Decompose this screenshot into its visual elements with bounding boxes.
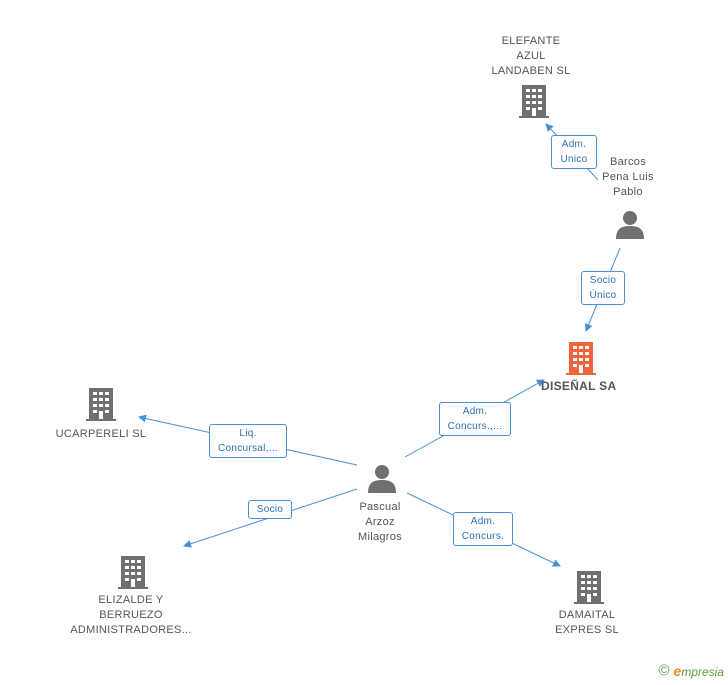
edge-label-adm-concurs-2[interactable]: Adm. Concurs. (453, 512, 513, 546)
node-label-elefante[interactable]: ELEFANTE AZUL LANDABEN SL (491, 35, 571, 77)
edge-label-adm-unico[interactable]: Adm. Unico (551, 135, 597, 169)
node-label-damaital[interactable]: DAMAITAL EXPRES SL (555, 609, 619, 636)
edge-label-socio[interactable]: Socio (248, 500, 292, 519)
person-icon[interactable] (368, 465, 396, 493)
brand-footer: © empresia (658, 662, 724, 679)
node-label-pascual[interactable]: Pascual Arzoz Milagros (358, 501, 402, 543)
edge-label-liq-concursal[interactable]: Liq. Concursal,... (209, 424, 287, 458)
building-icon-main[interactable] (566, 342, 596, 375)
node-label-ucarpereli[interactable]: UCARPERELI SL (55, 428, 147, 440)
edge-label-adm-concurs-1[interactable]: Adm. Concurs.,... (439, 402, 511, 436)
edge-label-socio-unico[interactable]: Socio Único (581, 271, 625, 305)
building-icon[interactable] (519, 85, 549, 118)
building-icon[interactable] (118, 556, 148, 589)
node-label-elizalde[interactable]: ELIZALDE Y BERRUEZO ADMINISTRADORES... (70, 594, 192, 636)
brand-logo[interactable]: empresia (673, 662, 724, 679)
copyright-icon: © (658, 662, 670, 679)
person-icon[interactable] (616, 211, 644, 239)
node-label-barcos[interactable]: Barcos Pena Luis Pablo (602, 156, 654, 198)
building-icon[interactable] (574, 571, 604, 604)
node-label-disenal[interactable]: DISEÑAL SA (541, 379, 617, 393)
building-icon[interactable] (86, 388, 116, 421)
